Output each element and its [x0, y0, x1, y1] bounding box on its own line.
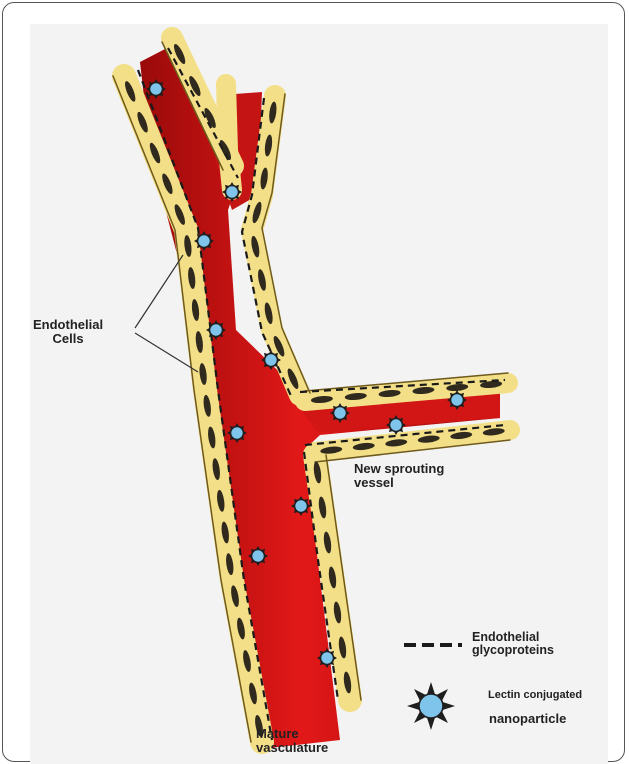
right-upper-wall: [252, 96, 300, 395]
endothelial-label-line1: Endothelial: [33, 318, 103, 332]
nanoparticle: [330, 403, 350, 423]
nanoparticle: [206, 320, 226, 340]
legend-glycoproteins-label: Endothelial glycoproteins: [472, 631, 554, 657]
nanoparticle: [227, 423, 247, 443]
nanoparticle: [291, 496, 311, 516]
legend-nanoparticle-symbol: [407, 682, 455, 730]
mature-label-line1: Mature: [256, 727, 328, 741]
nanoparticle: [407, 682, 455, 730]
nanoparticle: [386, 415, 406, 435]
endothelial-cells-label: Endothelial Cells: [33, 318, 103, 345]
nanoparticle: [194, 231, 214, 251]
glyco-label-line2: glycoproteins: [472, 644, 554, 657]
upper-branch-inner-wall: [226, 84, 232, 190]
nanoparticle: [317, 648, 337, 668]
nanoparticle: [146, 79, 166, 99]
nanoparticle: [248, 546, 268, 566]
sprout-label-line2: vessel: [354, 476, 444, 490]
legend-nanoparticle-label: nanoparticle: [489, 712, 566, 726]
mature-label-line2: vasculature: [256, 741, 328, 755]
nanoparticle: [261, 350, 281, 370]
nanoparticle: [222, 182, 242, 202]
sprout-label-line1: New sprouting: [354, 462, 444, 476]
mature-vasculature-label: Mature vasculature: [256, 727, 328, 754]
nanoparticle: [447, 390, 467, 410]
new-sprouting-vessel-label: New sprouting vessel: [354, 462, 444, 489]
legend-lectin-label: Lectin conjugated: [488, 690, 582, 702]
endothelial-label-line2: Cells: [33, 332, 103, 346]
